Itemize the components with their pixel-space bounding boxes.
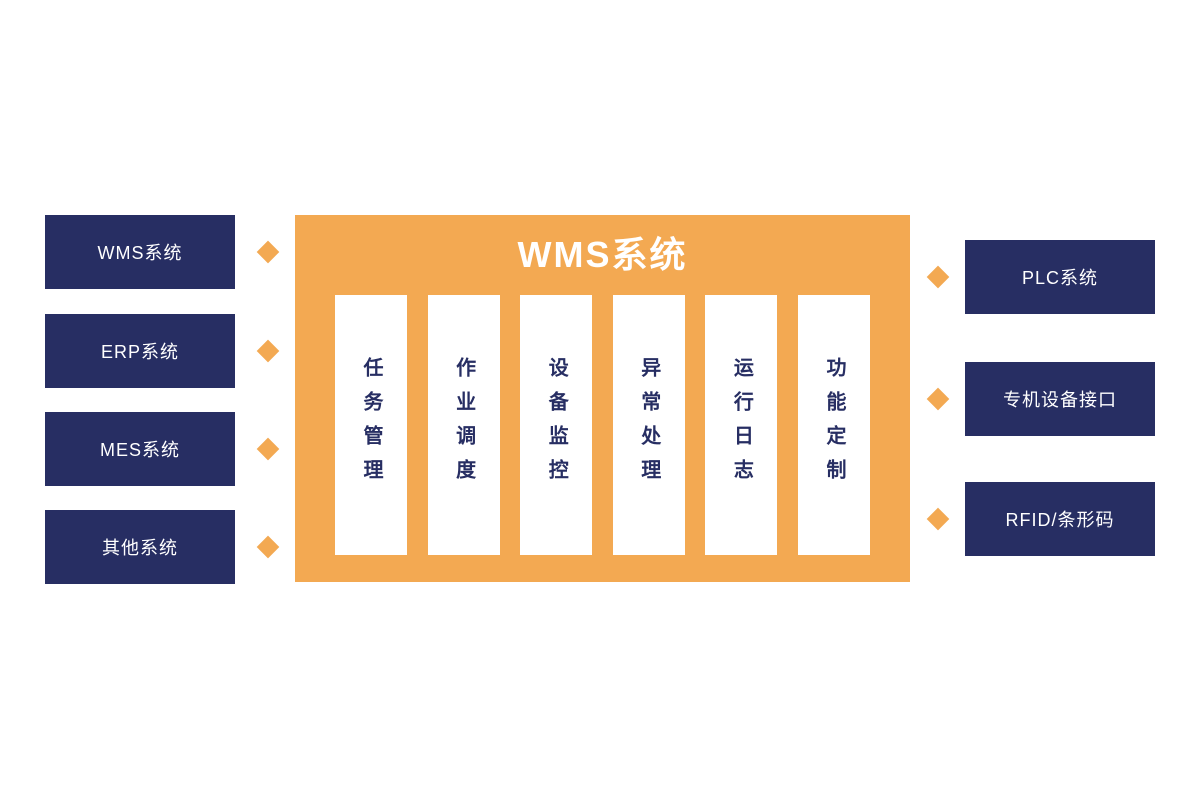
module-task-management: 任务管理: [335, 295, 407, 555]
diamond-icon: [926, 265, 950, 289]
left-box-wms: WMS系统: [45, 215, 235, 289]
left-box-wms-label: WMS系统: [97, 243, 183, 263]
module-row: 任务管理 作业调度 设备监控 异常处理 运行日志 功能定制: [335, 295, 870, 555]
diamond-icon: [926, 387, 950, 411]
left-box-other: 其他系统: [45, 510, 235, 584]
module-function-customization-label: 功能定制: [822, 357, 845, 493]
module-device-monitoring-label: 设备监控: [545, 357, 568, 493]
left-box-mes-label: MES系统: [99, 440, 180, 460]
diamond-icon: [926, 507, 950, 531]
right-box-rfid-barcode: RFID/条形码: [965, 482, 1155, 556]
diamond-icon: [256, 339, 280, 363]
right-box-special-device-interface-label: 专机设备接口: [1003, 390, 1117, 410]
left-box-erp: ERP系统: [45, 314, 235, 388]
module-exception-handling-label: 异常处理: [637, 357, 660, 493]
right-box-plc-label: PLC系统: [1021, 268, 1098, 288]
diamond-icon: [256, 437, 280, 461]
left-box-erp-label: ERP系统: [100, 342, 179, 362]
module-function-customization: 功能定制: [797, 295, 870, 555]
right-box-rfid-barcode-label: RFID/条形码: [1005, 510, 1115, 530]
left-box-other-label: 其他系统: [102, 538, 178, 558]
module-job-scheduling-label: 作业调度: [452, 357, 475, 493]
left-box-mes: MES系统: [45, 412, 235, 486]
panel-title: WMS系统: [517, 234, 688, 275]
right-box-plc: PLC系统: [965, 240, 1155, 314]
module-exception-handling: 异常处理: [612, 295, 685, 555]
module-task-management-label: 任务管理: [360, 357, 382, 493]
diamond-icon: [256, 535, 280, 559]
module-run-log-label: 运行日志: [730, 357, 753, 493]
module-run-log: 运行日志: [705, 295, 778, 555]
module-device-monitoring: 设备监控: [520, 295, 593, 555]
wms-system-panel: WMS系统 任务管理 作业调度 设备监控 异常处理 运行日志 功能定制: [295, 215, 910, 582]
module-job-scheduling: 作业调度: [427, 295, 500, 555]
right-box-special-device-interface: 专机设备接口: [965, 362, 1155, 436]
diamond-icon: [256, 240, 280, 264]
